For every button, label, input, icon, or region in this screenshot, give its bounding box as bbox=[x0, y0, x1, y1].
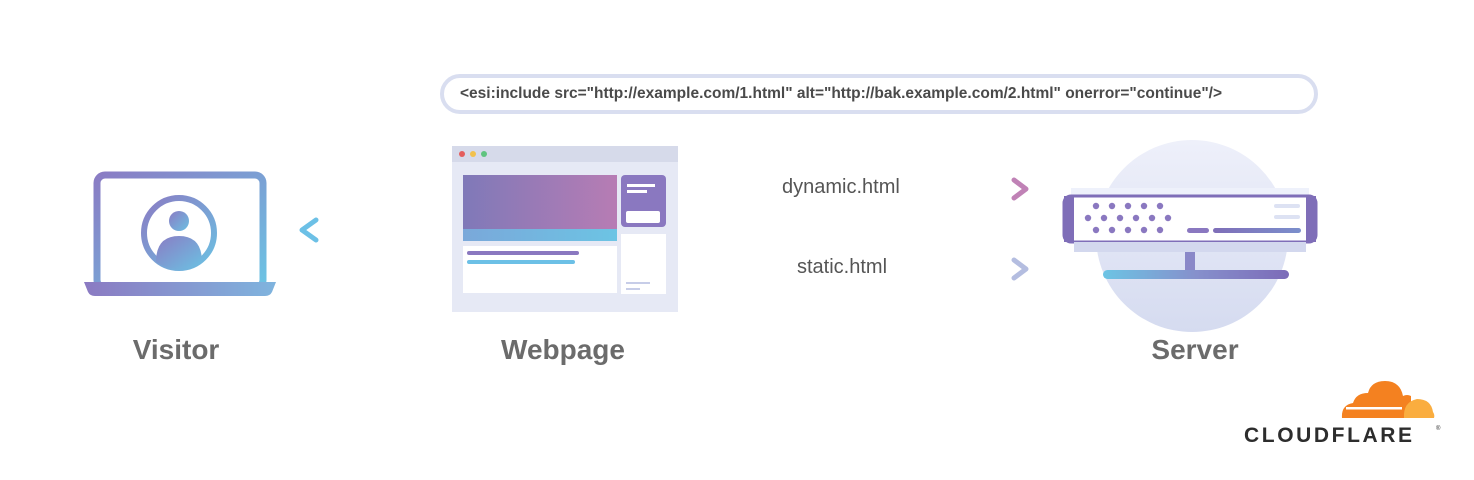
cloudflare-wordmark: CLOUDFLARE bbox=[1244, 424, 1415, 447]
esi-include-code: <esi:include src="http://example.com/1.h… bbox=[460, 85, 1223, 102]
minimize-dot-icon bbox=[470, 151, 476, 157]
static-html-label: static.html bbox=[791, 256, 894, 279]
cloudflare-cloud-icon bbox=[1341, 381, 1435, 418]
laptop-icon bbox=[84, 171, 276, 296]
maximize-dot-icon bbox=[481, 151, 487, 157]
dynamic-html-label: dynamic.html bbox=[776, 176, 906, 199]
close-dot-icon bbox=[459, 151, 465, 157]
user-avatar-icon bbox=[141, 195, 217, 271]
cloudflare-trademark: ® bbox=[1436, 426, 1441, 432]
visitor-label: Visitor bbox=[132, 334, 220, 365]
webpage-label: Webpage bbox=[501, 334, 625, 365]
server-icon bbox=[1062, 140, 1318, 332]
arrow-to-visitor bbox=[299, 217, 455, 243]
webpage-window-icon bbox=[452, 146, 678, 312]
server-vent-dots bbox=[1084, 202, 1172, 234]
esi-include-tag: <esi:include src="http://example.com/1.h… bbox=[440, 74, 1318, 114]
server-label: Server bbox=[1151, 334, 1239, 365]
